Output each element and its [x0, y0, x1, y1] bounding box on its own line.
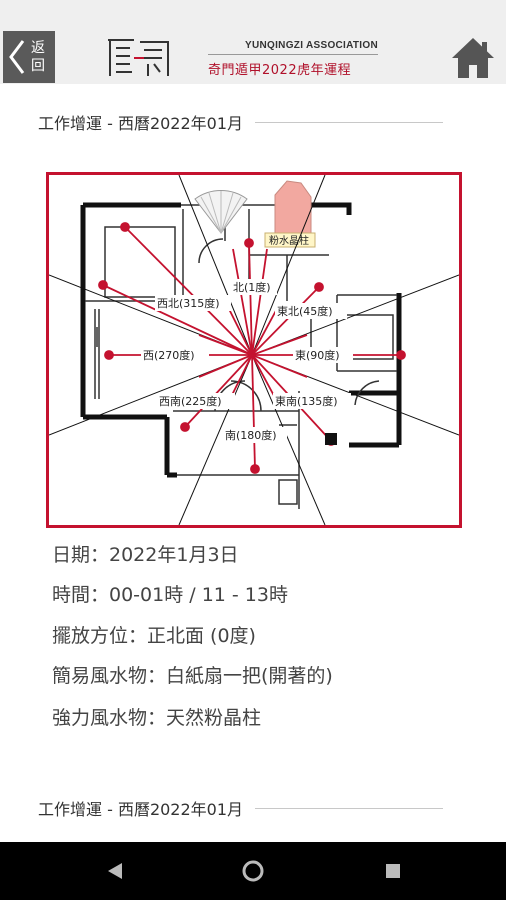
label-southwest: 西南(225度) [159, 394, 222, 408]
info-time: 時間：00-01時 / 11 - 13時 [52, 584, 288, 606]
info-simple-item: 簡易風水物：白紙扇一把(開著的) [52, 665, 333, 687]
home-icon[interactable] [450, 36, 496, 80]
label-east: 東(90度) [295, 348, 340, 362]
association-logo [108, 39, 169, 76]
association-name: YUNQINGZI ASSOCIATION 奇門遁甲2022虎年運程 [208, 40, 378, 78]
direction-rays [98, 222, 406, 474]
crystal-icon: 粉水晶柱 [264, 180, 316, 248]
label-southeast: 東南(135度) [275, 394, 338, 408]
label-north: 北(1度) [233, 280, 271, 294]
walls [80, 202, 402, 478]
label-west: 西(270度) [143, 348, 195, 362]
crystal-label: 粉水晶柱 [269, 234, 309, 247]
label-northwest: 西北(315度) [157, 296, 220, 310]
association-subtitle: 奇門遁甲2022虎年運程 [208, 63, 352, 78]
outlet-marker [325, 433, 337, 445]
section-title-next-text: 工作增運 - 西曆2022年01月 [38, 800, 244, 819]
info-strong-item: 強力風水物：天然粉晶柱 [52, 707, 262, 729]
association-name-en: YUNQINGZI ASSOCIATION [208, 40, 378, 55]
home-circle-icon[interactable] [240, 858, 266, 884]
system-nav-bar [0, 842, 506, 900]
label-northeast: 東北(45度) [277, 304, 333, 318]
section-divider [255, 121, 444, 123]
info-direction: 擺放方位：正北面 (0度) [52, 625, 256, 647]
app-header: 返回 YUNQINGZI ASSOCIATION 奇門遁甲2022虎年運程 [0, 0, 506, 84]
section-title: 工作增運 - 西曆2022年01月 [38, 110, 444, 134]
fan-icon [194, 190, 248, 234]
floor-plan: 粉水晶柱 [46, 172, 462, 528]
back-label: 返回 [31, 40, 45, 74]
chevron-left-icon [9, 40, 25, 74]
recents-square-icon[interactable] [380, 858, 406, 884]
info-date: 日期：2022年1月3日 [52, 544, 239, 566]
section-divider [255, 807, 444, 809]
section-title-next: 工作增運 - 西曆2022年01月 [38, 796, 444, 820]
section-title-text: 工作增運 - 西曆2022年01月 [38, 114, 244, 133]
label-south: 南(180度) [225, 428, 277, 442]
back-button[interactable]: 返回 [3, 31, 55, 83]
back-triangle-icon[interactable] [102, 858, 128, 884]
floor-plan-drawing: 粉水晶柱 [49, 175, 459, 525]
direction-labels: 北(1度) 西北(315度) 東北(45度) 西(270度) 東(90度) 西南… [141, 279, 353, 443]
